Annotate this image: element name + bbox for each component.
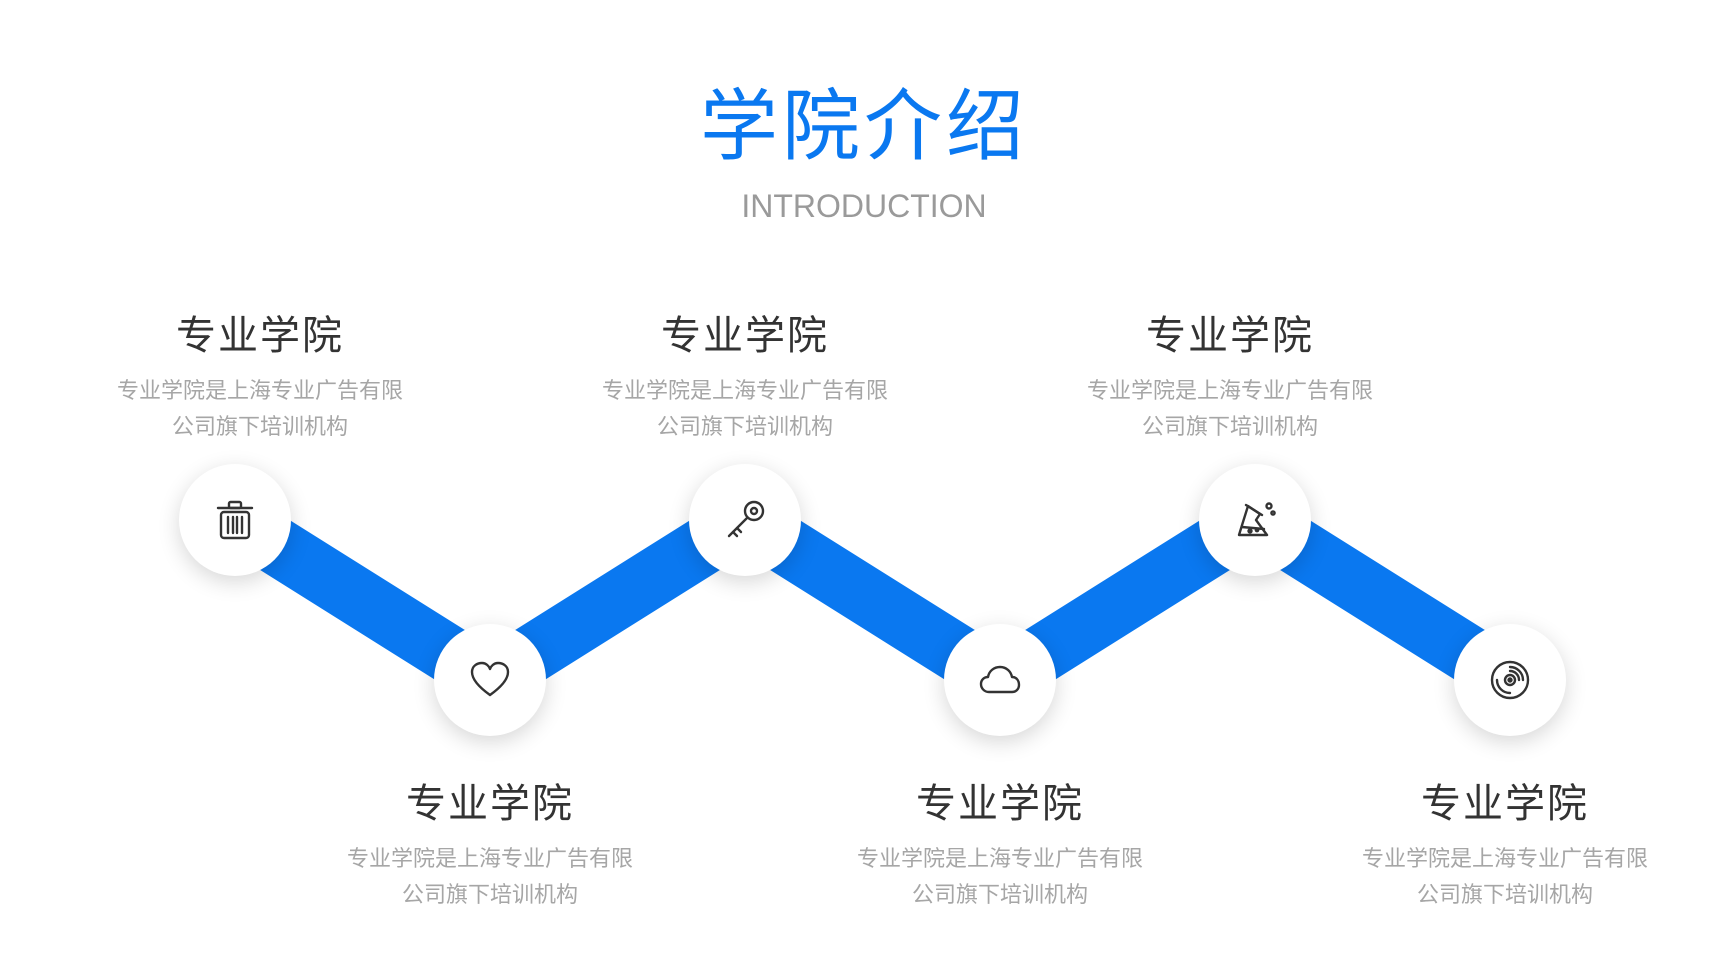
step-desc-line: 专业学院是上海专业广告有限 xyxy=(856,847,1143,872)
step-desc-line: 专业学院是上海专业广告有限 xyxy=(1361,847,1648,872)
step-desc-line: 专业学院是上海专业广告有限 xyxy=(346,847,633,872)
trash-icon xyxy=(216,500,254,540)
page-subtitle: INTRODUCTION xyxy=(741,188,987,224)
step-node-3[interactable] xyxy=(689,464,801,576)
step-description: 专业学院是上海专业广告有限 公司旗下培训机构 xyxy=(1030,374,1430,446)
step-title: 专业学院 xyxy=(661,313,829,359)
step-desc-line: 专业学院是上海专业广告有限 xyxy=(601,379,888,404)
step-label-2: 专业学院 专业学院是上海专业广告有限 公司旗下培训机构 xyxy=(290,778,690,914)
step-desc-line: 公司旗下培训机构 xyxy=(911,883,1088,908)
step-description: 专业学院是上海专业广告有限 公司旗下培训机构 xyxy=(290,842,690,914)
step-desc-line: 专业学院是上海专业广告有限 xyxy=(116,379,403,404)
step-label-3: 专业学院 专业学院是上海专业广告有限 公司旗下培训机构 xyxy=(545,310,945,446)
step-desc-line: 公司旗下培训机构 xyxy=(1416,883,1593,908)
step-desc-line: 公司旗下培训机构 xyxy=(656,415,833,440)
step-label-5: 专业学院 专业学院是上海专业广告有限 公司旗下培训机构 xyxy=(1030,310,1430,446)
step-description: 专业学院是上海专业广告有限 公司旗下培训机构 xyxy=(1305,842,1705,914)
step-title: 专业学院 xyxy=(176,313,344,359)
step-node-6[interactable] xyxy=(1454,624,1566,736)
heart-icon xyxy=(470,661,510,697)
step-title: 专业学院 xyxy=(406,781,574,827)
step-label-4: 专业学院 专业学院是上海专业广告有限 公司旗下培训机构 xyxy=(800,778,1200,914)
page-title: 学院介绍 xyxy=(699,82,1028,172)
step-node-2[interactable] xyxy=(434,624,546,736)
step-description: 专业学院是上海专业广告有限 公司旗下培训机构 xyxy=(60,374,460,446)
step-label-6: 专业学院 专业学院是上海专业广告有限 公司旗下培训机构 xyxy=(1305,778,1705,914)
step-desc-line: 公司旗下培训机构 xyxy=(1141,415,1318,440)
step-label-1: 专业学院 专业学院是上海专业广告有限 公司旗下培训机构 xyxy=(60,310,460,446)
step-node-1[interactable] xyxy=(179,464,291,576)
step-title: 专业学院 xyxy=(916,781,1084,827)
step-desc-line: 公司旗下培训机构 xyxy=(171,415,348,440)
step-title: 专业学院 xyxy=(1421,781,1589,827)
cloud-icon xyxy=(979,665,1021,694)
step-description: 专业学院是上海专业广告有限 公司旗下培训机构 xyxy=(545,374,945,446)
zigzag-connector xyxy=(219,485,1526,715)
disc-icon xyxy=(1490,660,1530,700)
step-node-4[interactable] xyxy=(944,624,1056,736)
step-desc-line: 专业学院是上海专业广告有限 xyxy=(1086,379,1373,404)
step-title: 专业学院 xyxy=(1146,313,1314,359)
flask-icon xyxy=(1237,502,1276,537)
step-desc-line: 公司旗下培训机构 xyxy=(401,883,578,908)
step-description: 专业学院是上海专业广告有限 公司旗下培训机构 xyxy=(800,842,1200,914)
step-node-5[interactable] xyxy=(1199,464,1311,576)
key-icon xyxy=(727,500,765,538)
